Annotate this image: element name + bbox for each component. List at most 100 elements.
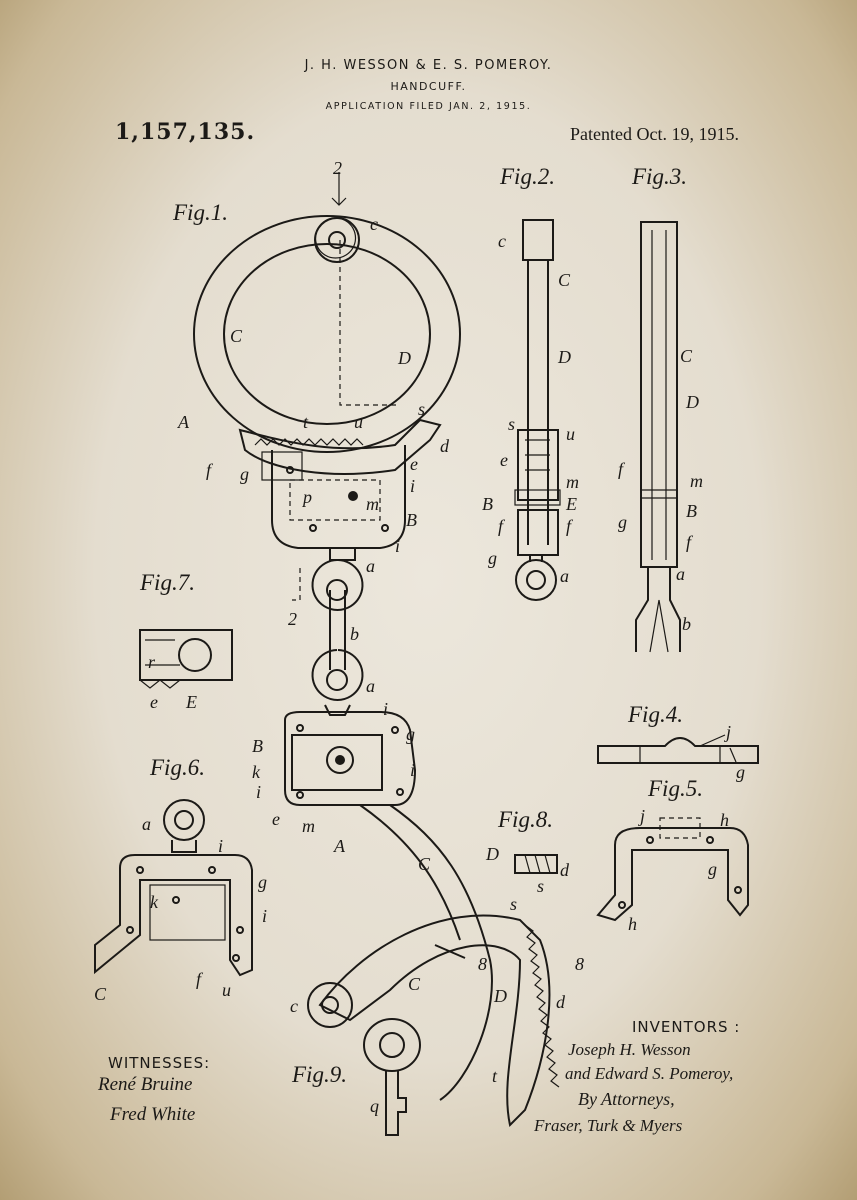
ref-letter: u — [222, 980, 231, 1000]
ref-letter: f — [196, 969, 204, 989]
by-attorneys: By Attorneys, — [578, 1089, 675, 1109]
fig4-5-reference-letters: j g j h g h — [628, 722, 745, 934]
ref-letter: i — [218, 836, 223, 856]
section-mark-mid: 2 — [288, 609, 297, 629]
ref-letter: u — [354, 412, 363, 432]
ref-letter: d — [560, 860, 570, 880]
patent-number: 1,157,135. — [115, 119, 256, 145]
ref-letter: q — [370, 1096, 379, 1116]
ref-letter: B — [406, 510, 417, 530]
ref-letter: i — [410, 760, 415, 780]
ref-letter: i — [395, 536, 400, 556]
witnesses-heading: WITNESSES: — [108, 1054, 211, 1072]
ref-letter: C — [230, 326, 243, 346]
header-filed: APPLICATION FILED JAN. 2, 1915. — [325, 101, 532, 112]
ref-letter: f — [206, 460, 214, 480]
ref-letter: h — [628, 914, 637, 934]
fig7-8-9-reference-letters: r e E D d s q — [148, 652, 570, 1116]
fig1-handcuff-lower — [284, 704, 560, 1127]
ref-letter: g — [736, 762, 745, 782]
fig7-drawing — [139, 629, 233, 689]
ref-letter: g — [708, 859, 717, 879]
ref-letter: m — [566, 472, 579, 492]
header-title: HANDCUFF. — [390, 80, 467, 93]
fig3-drawing — [635, 221, 681, 653]
fig3-label: Fig.3. — [632, 164, 687, 189]
ref-letter: D — [485, 844, 499, 864]
fig9-drawing — [363, 1018, 422, 1136]
ref-letter: C — [94, 984, 107, 1004]
fig2-reference-letters: c C D s u e m B E f f g a — [482, 231, 579, 586]
section-mark-fig8-left: 8 — [478, 954, 487, 974]
ref-letter: e — [272, 809, 280, 829]
ref-letter: C — [408, 974, 421, 994]
fig7-label: Fig.7. — [140, 570, 195, 595]
fig8-label: Fig.8. — [498, 807, 553, 832]
ref-letter: A — [177, 412, 190, 432]
ref-letter: k — [150, 892, 159, 912]
ref-letter: i — [383, 699, 388, 719]
ref-letter: c — [290, 996, 298, 1016]
ref-letter: f — [566, 516, 574, 536]
fig1-label: Fig.1. — [173, 200, 228, 225]
ref-letter: E — [565, 494, 577, 514]
ref-letter: f — [618, 459, 626, 479]
ref-letter: i — [256, 782, 261, 802]
fig4-drawing — [597, 734, 759, 764]
ref-letter: a — [142, 814, 151, 834]
patent-date: Patented Oct. 19, 1915. — [570, 124, 739, 144]
ref-letter: B — [252, 736, 263, 756]
ref-letter: i — [262, 906, 267, 926]
ref-letter: c — [370, 214, 378, 234]
ref-letter: e — [410, 454, 418, 474]
ref-letter: k — [252, 762, 261, 782]
ref-letter: j — [724, 722, 731, 742]
ref-letter: D — [493, 986, 507, 1006]
ref-letter: e — [150, 692, 158, 712]
fig5-label: Fig.5. — [648, 776, 703, 801]
inventors-heading: INVENTORS : — [632, 1018, 741, 1036]
ref-letter: r — [148, 652, 156, 672]
ref-letter: B — [482, 494, 493, 514]
ref-letter: g — [406, 724, 415, 744]
ref-letter: t — [303, 412, 309, 432]
fig1-reference-letters: c C D A t u s d f g e i p m B i a b a i … — [177, 214, 566, 1086]
ref-letter: g — [240, 464, 249, 484]
ref-letter: a — [366, 556, 375, 576]
ref-letter: D — [397, 348, 411, 368]
ref-letter: s — [510, 894, 517, 914]
header-inventors-line: J. H. WESSON & E. S. POMEROY. — [304, 58, 553, 73]
ref-letter: c — [498, 231, 506, 251]
ref-letter: A — [333, 836, 346, 856]
fig4-label: Fig.4. — [628, 702, 683, 727]
fig5-drawing — [596, 817, 749, 922]
fig3-reference-letters: C D f m g B f a b — [618, 346, 703, 634]
ref-letter: s — [537, 876, 544, 896]
ref-letter: g — [488, 548, 497, 568]
fig6-drawing — [94, 799, 253, 977]
witness-signature-2: Fred White — [110, 1104, 196, 1125]
fig6-reference-letters: a i g k i C f u — [94, 814, 267, 1004]
ref-letter: m — [302, 816, 315, 836]
ref-letter: t — [492, 1066, 498, 1086]
attorneys-signature: Fraser, Turk & Myers — [534, 1116, 683, 1135]
ref-letter: C — [680, 346, 693, 366]
fig2-drawing — [514, 219, 561, 601]
ref-letter: g — [618, 512, 627, 532]
ref-letter: m — [366, 494, 379, 514]
ref-letter: b — [350, 624, 359, 644]
fig8-drawing — [514, 854, 558, 874]
ref-letter: D — [685, 392, 699, 412]
inventor-signature-1: Joseph H. Wesson — [568, 1040, 691, 1059]
ref-letter: E — [185, 692, 197, 712]
ref-letter: C — [558, 270, 571, 290]
ref-letter: D — [557, 347, 571, 367]
ref-letter: d — [556, 992, 566, 1012]
ref-letter: m — [690, 471, 703, 491]
ref-letter: h — [720, 810, 729, 830]
ref-letter: g — [258, 872, 267, 892]
ref-letter: j — [638, 806, 645, 826]
ref-letter: f — [498, 516, 506, 536]
